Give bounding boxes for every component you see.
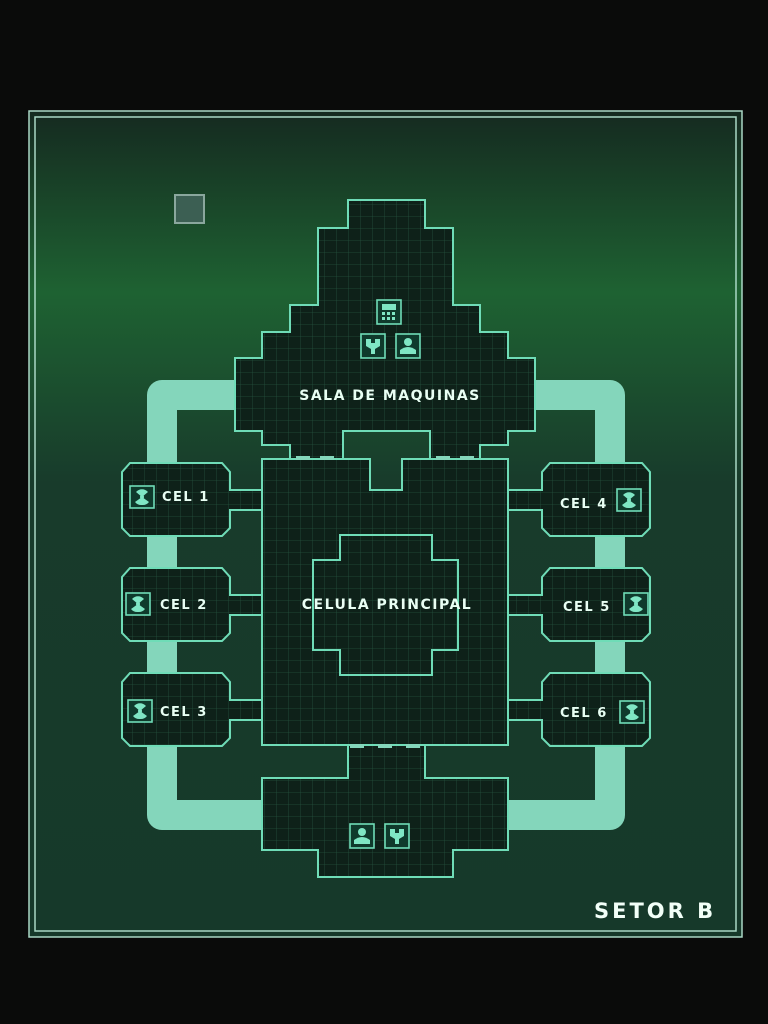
sector-label: SETOR B — [594, 899, 716, 923]
cell-1-label: CEL 1 — [162, 490, 210, 505]
cell-1[interactable] — [121, 462, 263, 537]
engine-room[interactable] — [234, 199, 536, 460]
radiation-icon[interactable] — [129, 485, 155, 509]
radiation-icon[interactable] — [619, 700, 645, 724]
guard-icon[interactable] — [349, 823, 375, 849]
cell-4-label: CEL 4 — [560, 497, 608, 512]
top-doors — [296, 456, 474, 460]
guard-icon[interactable] — [395, 333, 421, 359]
radiation-icon[interactable] — [623, 592, 649, 616]
cell-6-label: CEL 6 — [560, 706, 608, 721]
main-cell-label: CELULA PRINCIPAL — [302, 597, 472, 613]
cell-6[interactable] — [507, 672, 651, 747]
cell-5-label: CEL 5 — [563, 600, 611, 615]
cell-4[interactable] — [507, 462, 651, 537]
cell-3-label: CEL 3 — [160, 705, 208, 720]
cell-5[interactable] — [507, 567, 651, 642]
engine-room-label: SALA DE MAQUINAS — [299, 388, 481, 404]
wrench-icon[interactable] — [360, 333, 386, 359]
wrench-icon[interactable] — [384, 823, 410, 849]
bottom-doors — [350, 744, 420, 748]
terminal-icon[interactable] — [376, 299, 402, 325]
main-cell-chamber[interactable] — [312, 534, 459, 676]
map-frame-inner — [34, 116, 737, 932]
radiation-icon[interactable] — [127, 699, 153, 723]
cell-3[interactable] — [121, 672, 263, 747]
cell-2-label: CEL 2 — [160, 598, 208, 613]
map-marker — [174, 194, 205, 224]
radiation-icon[interactable] — [616, 488, 642, 512]
radiation-icon[interactable] — [125, 592, 151, 616]
bottom-room[interactable] — [261, 744, 509, 878]
cell-2[interactable] — [121, 567, 263, 642]
